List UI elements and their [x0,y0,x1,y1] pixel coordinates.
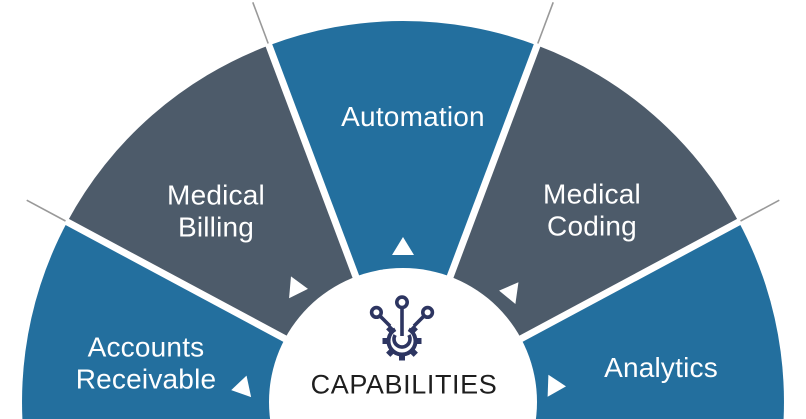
segment-arrow-icon-analytics [547,374,566,397]
divider-extension-line [26,199,66,222]
divider-extension-line [537,2,554,44]
segment-arrow-icon-medical-billing [289,276,308,299]
divider-extension-line [252,2,269,44]
segment-arrow-icon-medical-coding [499,282,519,305]
segment-wedge-automation [268,21,538,403]
segment-arrow-icon-automation [392,237,414,255]
divider-extension-line [740,199,780,222]
segment-arrow-icon-accounts-receivable [231,375,252,398]
